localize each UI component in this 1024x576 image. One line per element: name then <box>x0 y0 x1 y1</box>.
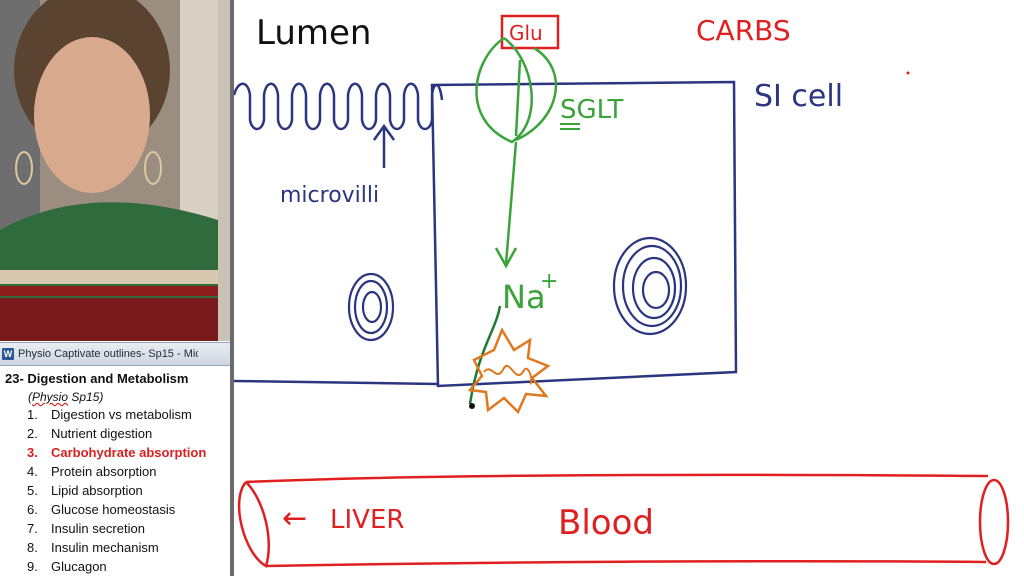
glu-label: Glu <box>509 21 543 45</box>
microvilli-wave <box>234 82 444 131</box>
word-app-icon: W <box>2 348 14 360</box>
outline-item: 1. Digestion vs metabolism <box>27 407 192 422</box>
whiteboard-drawing: Lumen CARBS SI cell microvilli <box>234 13 1010 568</box>
outline-item-number: 1. <box>27 407 38 422</box>
microvilli-arrow <box>372 123 396 168</box>
na-label: Na <box>502 278 546 316</box>
na-transport-arrow <box>494 141 518 269</box>
lumen-label: Lumen <box>256 13 371 53</box>
outline-item-number: 3. <box>27 445 38 460</box>
outline-item-number: 8. <box>27 540 38 555</box>
whiteboard-canvas[interactable]: Lumen CARBS SI cell microvilli <box>234 0 1024 576</box>
outline-item: 4. Protein absorption <box>27 464 157 479</box>
outline-item-label: Insulin secretion <box>51 521 145 536</box>
outline-item: 9. Glucagon <box>27 559 107 574</box>
blood-label: Blood <box>558 503 654 543</box>
outline-item-number: 7. <box>27 521 38 536</box>
outline-item-label: Carbohydrate absorption <box>51 445 207 460</box>
outline-item: 5. Lipid absorption <box>27 483 143 498</box>
outline-item-label: Glucagon <box>51 559 107 574</box>
outline-item-number: 9. <box>27 559 38 574</box>
webcam-border <box>218 0 230 341</box>
blood-vessel-top <box>245 473 989 484</box>
sglt-label: SGLT <box>560 95 624 125</box>
liver-arrow-icon: ← <box>282 501 307 536</box>
microvilli-label: microvilli <box>280 183 379 208</box>
starburst-scribble <box>483 364 533 385</box>
sglt-underline <box>560 123 580 130</box>
basal-membrane-left <box>234 379 439 386</box>
outline-item: 3. Carbohydrate absorption <box>27 445 206 460</box>
outline-item-number: 5. <box>27 483 38 498</box>
subheading-prefix: ( <box>28 390 32 404</box>
outline-item-label: Protein absorption <box>51 464 157 479</box>
panel-divider[interactable] <box>230 0 234 576</box>
outline-item-number: 4. <box>27 464 38 479</box>
blood-vessel-right-cap <box>978 478 1010 566</box>
outline-item-label: Insulin mechanism <box>51 540 159 555</box>
blood-vessel-left-cap <box>237 481 270 568</box>
presenter-video-image <box>0 0 218 341</box>
word-window-titlebar[interactable]: W Physio Captivate outlines- Sp15 - Mic.… <box>0 342 230 366</box>
outline-item: 7. Insulin secretion <box>27 521 145 536</box>
nucleus-right-icon <box>612 236 688 336</box>
left-panel: W Physio Captivate outlines- Sp15 - Mic.… <box>0 0 230 576</box>
outline-item-label: Lipid absorption <box>51 483 143 498</box>
si-cell-outline <box>430 80 738 388</box>
outline-item-label: Nutrient digestion <box>51 426 153 441</box>
outline-item: 6. Glucose homeostasis <box>27 502 175 517</box>
webcam-feed <box>0 0 218 341</box>
stray-mark <box>906 71 910 75</box>
outline-item-number: 2. <box>27 426 38 441</box>
outline-item: 2. Nutrient digestion <box>27 426 152 441</box>
na-charge: + <box>540 269 558 294</box>
nucleus-left-icon <box>347 272 395 342</box>
outline-heading: 23- Digestion and Metabolism <box>5 371 189 386</box>
word-window-title: Physio Captivate outlines- Sp15 - Mic... <box>18 348 198 360</box>
liver-label: LIVER <box>330 505 404 535</box>
outline-subheading: (Physio Sp15) <box>28 390 103 404</box>
si-cell-label: SI cell <box>754 79 843 114</box>
glut-transporter-starburst <box>467 327 551 415</box>
outline-item: 8. Insulin mechanism <box>27 540 159 555</box>
outline-item-label: Glucose homeostasis <box>51 502 176 517</box>
blood-vessel-bottom <box>265 559 987 568</box>
outline-item-label: Digestion vs metabolism <box>51 407 192 422</box>
outline-item-number: 6. <box>27 502 38 517</box>
sglt-transporter <box>475 36 558 144</box>
carbs-label: CARBS <box>696 14 791 47</box>
glu-box <box>500 14 560 50</box>
subheading-suffix: Sp15) <box>68 390 104 404</box>
subheading-spellcheck-word: Physio <box>32 390 69 404</box>
exit-point-dot <box>469 403 475 409</box>
